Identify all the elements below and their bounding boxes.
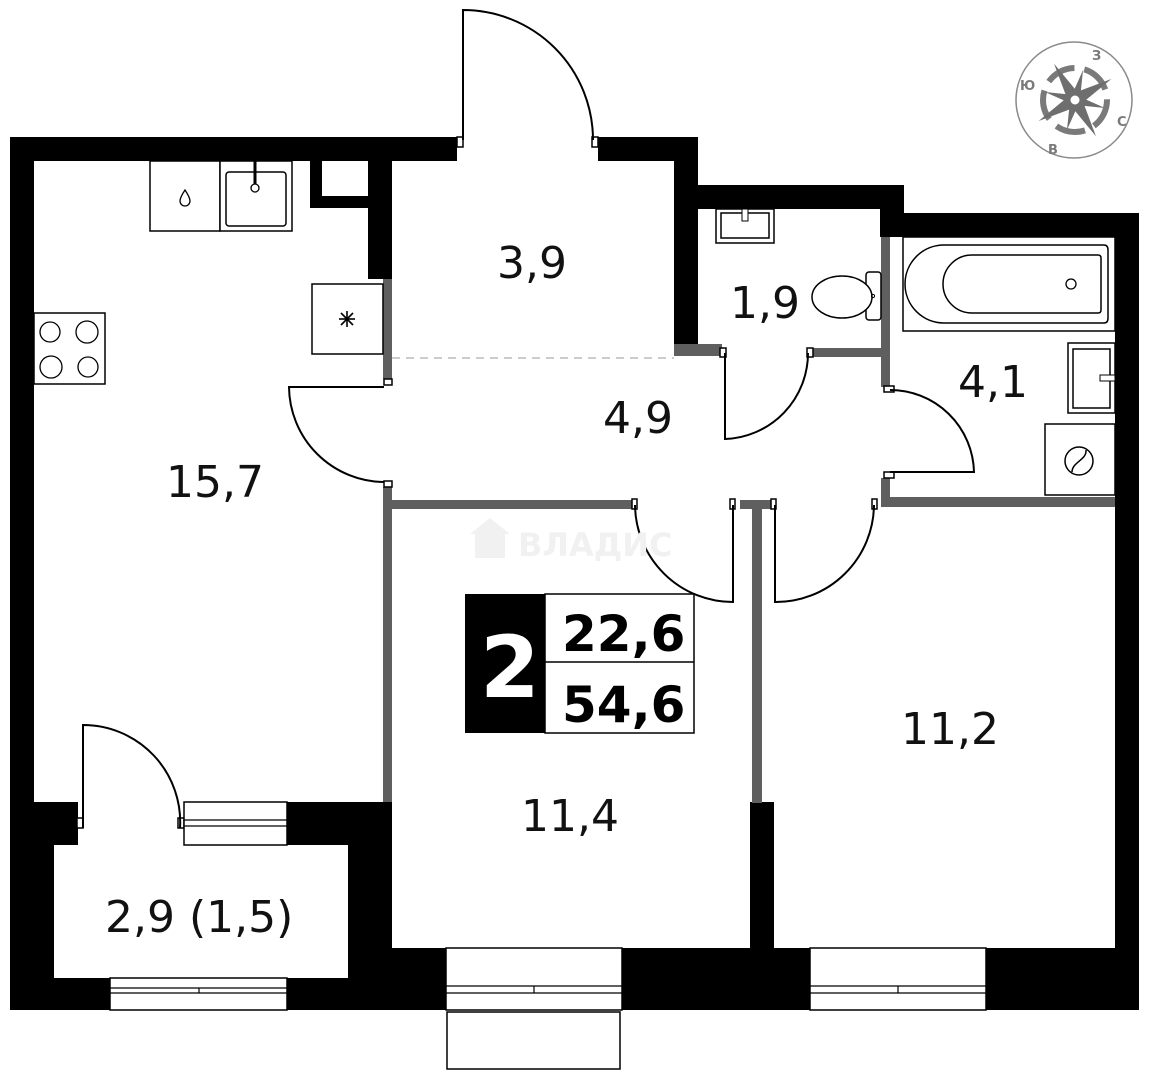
partition-walls <box>383 237 1115 803</box>
total-area: 54,6 <box>562 676 685 734</box>
room-area-bathroom: 4,1 <box>958 357 1028 408</box>
washing-machine-icon <box>1044 423 1116 496</box>
watermark-text: ВЛАДИС <box>518 526 673 564</box>
apartment-summary-badge: 2 22,6 54,6 <box>465 593 695 734</box>
bedroom-right-window <box>809 947 987 1011</box>
stove-icon <box>33 312 106 385</box>
compass-north-label: З <box>1092 49 1101 64</box>
watermark-logo: ВЛАДИС <box>470 518 673 564</box>
kitchen-door <box>287 378 393 488</box>
room-area-toilet: 1,9 <box>730 278 800 329</box>
bedroom-center-door <box>631 498 736 604</box>
bathtub-icon <box>902 236 1116 332</box>
compass-west-label: В <box>1048 143 1058 158</box>
living-area: 22,6 <box>562 605 685 663</box>
room-area-kitchen: 15,7 <box>166 457 264 508</box>
balcony-outer-window <box>109 977 288 1011</box>
bedroom-right-door <box>770 498 878 604</box>
compass-rose-icon: З Ю С В <box>1015 41 1133 159</box>
room-area-bedroom-center: 11,4 <box>521 791 619 842</box>
room-count: 2 <box>480 618 540 718</box>
kitchen-counter-icon <box>149 160 221 232</box>
toilet-sink-icon <box>715 208 775 244</box>
toilet-icon <box>811 271 882 321</box>
balcony-inner-window <box>183 801 288 846</box>
balcony-door <box>76 723 185 829</box>
room-area-bedroom-right: 11,2 <box>901 704 999 755</box>
bathroom-sink-icon <box>1067 342 1116 414</box>
toilet-door <box>719 347 814 441</box>
exterior-walls <box>10 137 1139 1010</box>
bedroom-center-window <box>445 947 623 1070</box>
kitchen-sink-icon <box>219 160 293 232</box>
room-area-hallway: 4,9 <box>603 393 673 444</box>
bathroom-door <box>883 385 976 479</box>
entry-door <box>456 8 599 148</box>
compass-east-label: С <box>1117 115 1127 130</box>
room-area-balcony: 2,9 (1,5) <box>105 892 293 943</box>
ventilation-shaft-icon <box>311 283 384 355</box>
compass-south-label: Ю <box>1020 79 1035 94</box>
room-area-vestibule: 3,9 <box>497 238 567 289</box>
